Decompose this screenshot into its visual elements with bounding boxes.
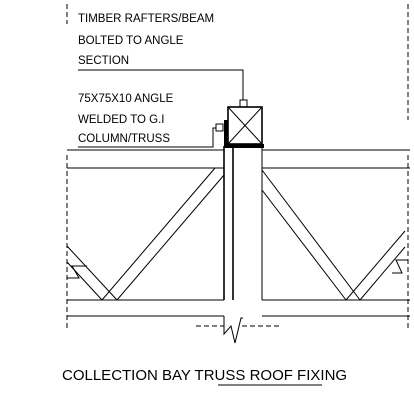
leader-line-angle <box>78 127 216 148</box>
callout-rafters-line-1: TIMBER RAFTERS/BEAM <box>78 13 214 25</box>
column <box>223 146 263 300</box>
break-symbol-column <box>223 316 243 344</box>
leader-line-rafters <box>78 69 244 100</box>
callout-angle: 75X75X10 ANGLE WELDED TO G.I COLUMN/TRUS… <box>78 93 224 148</box>
break-symbol-left <box>67 265 87 279</box>
title-underlined: ROOF FIXING <box>250 367 348 384</box>
title-prefix: COLLECTION BAY TRUSS <box>62 367 250 384</box>
leader-tag-rafters <box>239 99 248 108</box>
drawing-title: COLLECTION BAY TRUSS ROOF FIXING <box>62 367 347 386</box>
timber-beam-section <box>227 106 263 145</box>
top-chord <box>67 149 410 169</box>
leader-tag-angle <box>215 123 224 132</box>
truss-dashed-edges <box>66 4 409 330</box>
callout-angle-line-1: 75X75X10 ANGLE <box>78 93 174 105</box>
svg-text:COLLECTION BAY TRUSS ROOF FIXI: COLLECTION BAY TRUSS ROOF FIXING <box>62 367 347 384</box>
break-symbol-right <box>392 259 408 274</box>
callout-rafters: TIMBER RAFTERS/BEAM BOLTED TO ANGLE SECT… <box>78 13 248 108</box>
bottom-chord <box>67 299 410 317</box>
callout-rafters-line-2: BOLTED TO ANGLE <box>78 35 184 47</box>
callout-angle-line-3: COLUMN/TRUSS <box>78 133 170 145</box>
callout-rafters-line-3: SECTION <box>78 55 129 67</box>
web-diagonals <box>66 167 406 301</box>
steel-angle <box>224 120 264 148</box>
callout-angle-line-2: WELDED TO G.I <box>78 114 164 126</box>
